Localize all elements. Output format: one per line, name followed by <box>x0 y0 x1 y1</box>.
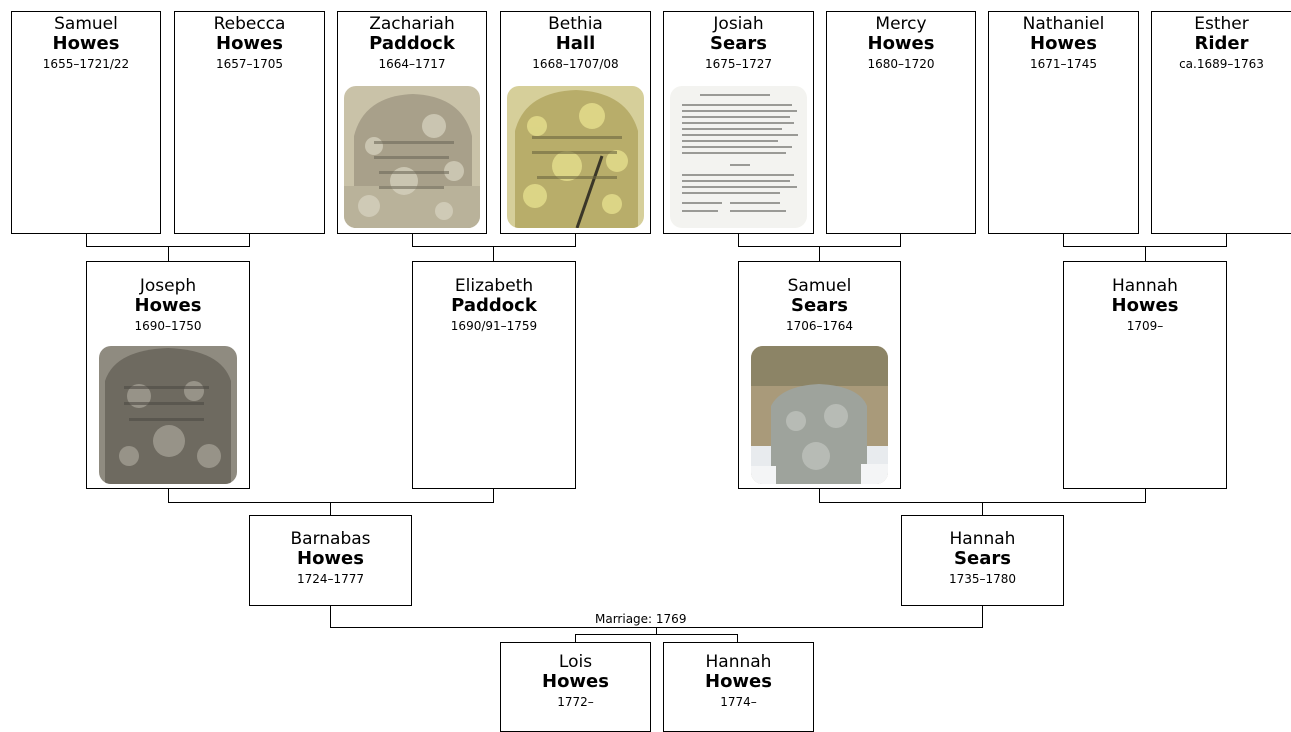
surname: Howes <box>705 671 772 692</box>
surname: Howes <box>52 33 120 54</box>
life-dates: 1668–1707/08 <box>532 57 619 71</box>
given-name: Rebecca <box>213 14 286 34</box>
given-name: Samuel <box>54 14 118 34</box>
given-name: Lois <box>558 652 593 672</box>
given-name: Josiah <box>713 14 764 34</box>
given-name: Zachariah <box>369 14 455 34</box>
person-card-esther-rider[interactable]: Esther Rider ca.1689–1763 <box>1151 11 1291 234</box>
life-dates: 1664–1717 <box>378 57 446 71</box>
surname: Sears <box>954 548 1011 569</box>
life-dates: 1657–1705 <box>215 57 284 71</box>
life-dates: ca.1689–1763 <box>1179 57 1264 71</box>
person-card-hannah-howes-1774[interactable]: Hannah Howes 1774– <box>663 642 814 732</box>
given-name: Joseph <box>139 276 197 296</box>
person-card-lois-howes[interactable]: Lois Howes 1772– <box>500 642 651 732</box>
life-dates: 1690/91–1759 <box>450 319 538 333</box>
gravestone-photo[interactable] <box>99 346 237 484</box>
person-card-bethia-hall[interactable]: Bethia Hall 1668–1707/08 <box>500 11 651 234</box>
surname: Paddock <box>451 295 537 316</box>
surname: Rider <box>1194 33 1249 54</box>
person-card-mercy-howes[interactable]: Mercy Howes 1680–1720 <box>826 11 976 234</box>
life-dates: 1690–1750 <box>134 319 202 333</box>
surname: Sears <box>710 33 767 54</box>
person-card-joseph-howes[interactable]: Joseph Howes 1690–1750 <box>86 261 250 489</box>
life-dates: 1774– <box>720 695 757 709</box>
given-name: Hannah <box>705 652 772 672</box>
given-name: Nathaniel <box>1022 14 1105 34</box>
given-name: Hannah <box>1112 276 1178 296</box>
surname: Sears <box>791 295 848 316</box>
person-card-hannah-howes-1709[interactable]: Hannah Howes 1709– <box>1063 261 1227 489</box>
given-name: Esther <box>1194 14 1249 34</box>
surname: Howes <box>1030 33 1097 54</box>
given-name: Bethia <box>548 14 603 34</box>
marriage-label: Marriage: 1769 <box>594 612 688 626</box>
surname: Howes <box>134 295 202 316</box>
given-name: Mercy <box>875 14 927 34</box>
surname: Howes <box>216 33 283 54</box>
person-card-samuel-howes[interactable]: Samuel Howes 1655–1721/22 <box>11 11 161 234</box>
gravestone-photo[interactable] <box>751 346 888 484</box>
life-dates: 1655–1721/22 <box>42 57 130 71</box>
life-dates: 1724–1777 <box>296 572 365 586</box>
surname: Howes <box>542 671 609 692</box>
given-name: Samuel <box>787 276 852 296</box>
person-card-josiah-sears[interactable]: Josiah Sears 1675–1727 <box>663 11 814 234</box>
person-card-rebecca-howes[interactable]: Rebecca Howes 1657–1705 <box>174 11 325 234</box>
surname: Hall <box>555 33 596 54</box>
surname: Howes <box>297 548 364 569</box>
given-name: Elizabeth <box>454 276 534 296</box>
person-card-elizabeth-paddock[interactable]: Elizabeth Paddock 1690/91–1759 <box>412 261 576 489</box>
gravestone-photo[interactable] <box>507 86 644 228</box>
life-dates: 1671–1745 <box>1029 57 1098 71</box>
life-dates: 1709– <box>1126 319 1164 333</box>
document-photo[interactable] <box>670 86 807 228</box>
life-dates: 1675–1727 <box>704 57 773 71</box>
life-dates: 1735–1780 <box>948 572 1017 586</box>
surname: Paddock <box>369 33 455 54</box>
person-card-hannah-sears[interactable]: Hannah Sears 1735–1780 <box>901 515 1064 606</box>
given-name: Hannah <box>949 529 1016 549</box>
person-card-zachariah-paddock[interactable]: Zachariah Paddock 1664–1717 <box>337 11 487 234</box>
surname: Howes <box>867 33 935 54</box>
gravestone-photo[interactable] <box>344 86 480 228</box>
surname: Howes <box>1111 295 1179 316</box>
given-name: Barnabas <box>290 529 371 549</box>
life-dates: 1706–1764 <box>785 319 854 333</box>
life-dates: 1680–1720 <box>867 57 935 71</box>
life-dates: 1772– <box>557 695 594 709</box>
person-card-samuel-sears[interactable]: Samuel Sears 1706–1764 <box>738 261 901 489</box>
person-card-barnabas-howes[interactable]: Barnabas Howes 1724–1777 <box>249 515 412 606</box>
person-card-nathaniel-howes[interactable]: Nathaniel Howes 1671–1745 <box>988 11 1139 234</box>
